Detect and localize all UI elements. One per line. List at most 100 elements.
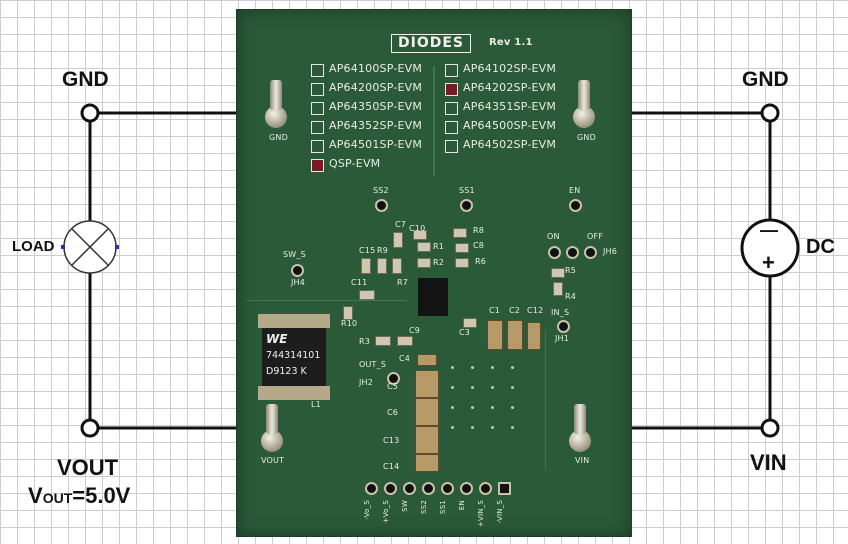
component-c15 bbox=[361, 258, 371, 274]
test-point-out-s bbox=[387, 372, 400, 385]
jumper-pin bbox=[584, 246, 597, 259]
ref-c8: C8 bbox=[473, 241, 485, 250]
via bbox=[511, 426, 514, 429]
load-label: LOAD bbox=[12, 238, 55, 255]
en-label: EN bbox=[569, 186, 581, 195]
out-s-label: OUT_S bbox=[359, 360, 387, 369]
vout-spec-value: =5.0V bbox=[72, 483, 131, 508]
component-r2 bbox=[417, 258, 431, 268]
header-pin bbox=[384, 482, 397, 495]
header-pin bbox=[365, 482, 378, 495]
jh6-label: JH6 bbox=[603, 247, 618, 256]
capacitor-c5 bbox=[415, 370, 439, 398]
via bbox=[451, 406, 454, 409]
dc-source-symbol bbox=[740, 218, 800, 278]
header-pin bbox=[422, 482, 435, 495]
option-qsp: QSP-EVM bbox=[329, 157, 381, 170]
ref-c14: C14 bbox=[383, 462, 400, 471]
ref-r9: R9 bbox=[377, 246, 389, 255]
header-pin bbox=[441, 482, 454, 495]
header-pin bbox=[479, 482, 492, 495]
ref-r5: R5 bbox=[565, 266, 577, 275]
checkbox-ap64500sp bbox=[445, 121, 458, 134]
jumper-pin bbox=[548, 246, 561, 259]
evaluation-board: DIODES Rev 1.1 AP64100SP-EVM AP64200SP-E… bbox=[236, 9, 632, 537]
ref-c10: C10 bbox=[409, 224, 426, 233]
capacitor-c4 bbox=[417, 354, 437, 366]
test-point-sw-s bbox=[291, 264, 304, 277]
off-label: OFF bbox=[587, 232, 604, 241]
board-divider bbox=[433, 66, 435, 176]
ref-c5: C5 bbox=[387, 382, 399, 391]
vout-spec: VOUT=5.0V bbox=[28, 483, 130, 509]
option-ap64501sp: AP64501SP-EVM bbox=[329, 138, 423, 151]
binding-post-gnd-left bbox=[265, 80, 287, 128]
capacitor-c14 bbox=[415, 454, 439, 472]
inductor-date-code: D9123 K bbox=[266, 366, 307, 377]
post-vout-label: VOUT bbox=[261, 456, 285, 465]
dc-minus: — bbox=[760, 220, 778, 240]
post-gnd-left-label: GND bbox=[269, 133, 288, 142]
option-ap64500sp: AP64500SP-EVM bbox=[463, 119, 557, 132]
gnd-left-label: GND bbox=[62, 68, 109, 91]
jumper-pin bbox=[566, 246, 579, 259]
checkbox-ap64202sp bbox=[445, 83, 458, 96]
ref-r8: R8 bbox=[473, 226, 485, 235]
capacitor-c6 bbox=[415, 398, 439, 426]
capacitor-c13 bbox=[415, 426, 439, 454]
component-c-small bbox=[392, 258, 402, 274]
test-point-ss1 bbox=[460, 199, 473, 212]
jh2-label: JH2 bbox=[359, 378, 374, 387]
via bbox=[451, 426, 454, 429]
ref-c2: C2 bbox=[509, 306, 521, 315]
via bbox=[511, 366, 514, 369]
board-revision: Rev 1.1 bbox=[489, 37, 533, 48]
via bbox=[451, 386, 454, 389]
ref-r7: R7 bbox=[397, 278, 409, 287]
ref-c3: C3 bbox=[459, 328, 471, 337]
ref-l1: L1 bbox=[311, 400, 321, 409]
option-ap64351sp: AP64351SP-EVM bbox=[463, 100, 557, 113]
vin-label: VIN bbox=[750, 450, 787, 475]
ss1-label: SS1 bbox=[459, 186, 475, 195]
terminal-gnd-left bbox=[80, 103, 100, 123]
binding-post-vin bbox=[569, 404, 591, 452]
option-ap64352sp: AP64352SP-EVM bbox=[329, 119, 423, 132]
option-ap64200sp: AP64200SP-EVM bbox=[329, 81, 423, 94]
jh1-label: JH1 bbox=[555, 334, 570, 343]
component-r1 bbox=[417, 242, 431, 252]
option-ap64350sp: AP64350SP-EVM bbox=[329, 100, 423, 113]
vout-label: VOUT bbox=[57, 455, 119, 480]
checkbox-ap64501sp bbox=[311, 140, 324, 153]
inductor-band bbox=[258, 386, 330, 400]
via bbox=[471, 366, 474, 369]
ref-c13: C13 bbox=[383, 436, 400, 445]
ref-r10: R10 bbox=[341, 319, 358, 328]
checkbox-ap64200sp bbox=[311, 83, 324, 96]
header-label-en: EN bbox=[458, 500, 466, 511]
checkbox-ap64502sp bbox=[445, 140, 458, 153]
component-c7 bbox=[393, 232, 403, 248]
via bbox=[511, 386, 514, 389]
binding-post-vout bbox=[261, 404, 283, 452]
component-c9 bbox=[397, 336, 413, 346]
dc-label: DC bbox=[806, 236, 835, 258]
test-point-ss2 bbox=[375, 199, 388, 212]
ss2-label: SS2 bbox=[373, 186, 389, 195]
header-label-sw: SW bbox=[401, 500, 409, 512]
component-r3 bbox=[375, 336, 391, 346]
terminal-vin bbox=[760, 418, 780, 438]
board-divider bbox=[545, 330, 546, 470]
option-ap64202sp: AP64202SP-EVM bbox=[463, 81, 557, 94]
header-pin bbox=[403, 482, 416, 495]
header-pin bbox=[460, 482, 473, 495]
terminal-gnd-right bbox=[760, 103, 780, 123]
inductor-part-number: 744314101 bbox=[266, 350, 321, 361]
capacitor-c1 bbox=[487, 320, 503, 350]
option-ap64100sp: AP64100SP-EVM bbox=[329, 62, 423, 75]
component-r4 bbox=[553, 282, 563, 296]
via bbox=[491, 426, 494, 429]
jh4-label: JH4 bbox=[291, 278, 306, 287]
ref-c7: C7 bbox=[395, 220, 407, 229]
dc-plus: + bbox=[762, 250, 775, 275]
